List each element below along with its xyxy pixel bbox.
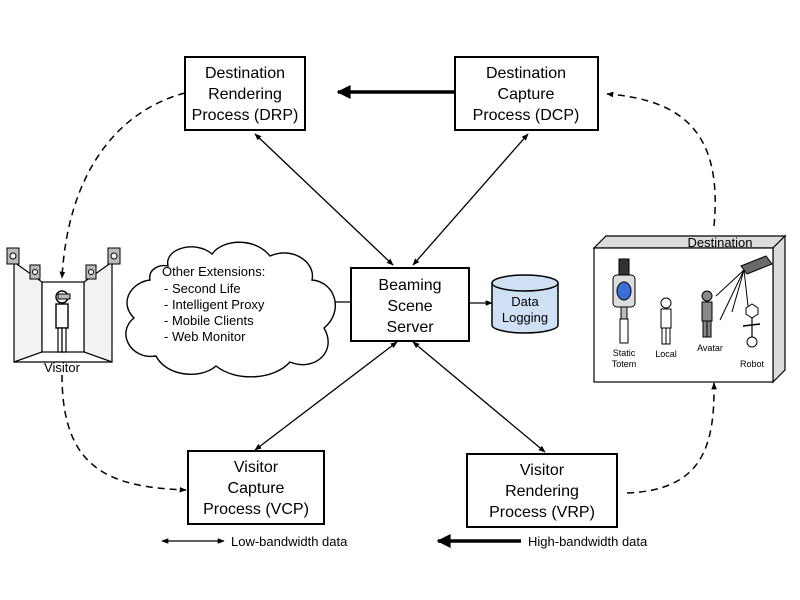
- link-server-vrp: [412, 341, 546, 453]
- legend: Low-bandwidth data High-bandwidth data: [161, 534, 648, 549]
- dcp-line-2: Capture: [498, 86, 555, 103]
- totem-label: Totem: [612, 359, 637, 369]
- local-person-icon: [660, 297, 672, 345]
- dcp-box: Destination Capture Process (DCP): [454, 56, 599, 131]
- avatar-icon: [701, 290, 713, 338]
- cloud-title: Other Extensions:: [162, 264, 265, 279]
- robot-icon: [742, 303, 761, 348]
- drp-box: Destination Rendering Process (DRP): [184, 56, 306, 131]
- data-logging-storage: Data Logging: [491, 274, 559, 334]
- visitor-person-icon: [55, 290, 71, 353]
- legend-low-label: Low-bandwidth data: [231, 534, 348, 549]
- vcp-line-2: Capture: [228, 480, 285, 497]
- static-label: Static: [613, 348, 636, 358]
- speaker-icon: [107, 247, 121, 265]
- legend-high-label: High-bandwidth data: [528, 534, 648, 549]
- speaker-icon: [6, 247, 20, 265]
- server-line-1: Beaming: [378, 277, 441, 294]
- robot-label: Robot: [740, 359, 765, 369]
- drp-line-3: Process (DRP): [192, 107, 299, 124]
- dashed-visitor-to-vcp: [61, 374, 187, 493]
- vcp-line-3: Process (VCP): [203, 501, 309, 518]
- drp-line-2: Rendering: [208, 86, 282, 103]
- logging-line-2: Logging: [502, 310, 548, 325]
- vcp-line-1: Visitor: [234, 459, 279, 476]
- cloud-item-web-monitor: - Web Monitor: [164, 329, 246, 344]
- drp-line-1: Destination: [205, 65, 285, 82]
- destination-title: Destination: [687, 235, 752, 250]
- vrp-box: Visitor Rendering Process (VRP): [466, 453, 618, 528]
- speaker-icon: [85, 264, 97, 280]
- server-line-2: Scene: [387, 298, 432, 315]
- server-box: Beaming Scene Server: [350, 267, 470, 342]
- vrp-line-1: Visitor: [520, 462, 565, 479]
- cloud-item-intelligent-proxy: - Intelligent Proxy: [164, 297, 265, 312]
- dashed-drp-to-visitor: [59, 92, 186, 279]
- dcp-line-3: Process (DCP): [473, 107, 580, 124]
- dashed-destination-to-dcp: [606, 91, 716, 227]
- link-server-drp: [254, 133, 394, 266]
- dashed-vrp-to-destination: [626, 382, 717, 494]
- server-line-3: Server: [386, 319, 434, 336]
- dcp-line-1: Destination: [486, 65, 566, 82]
- avatar-label: Avatar: [697, 343, 723, 353]
- speaker-icon: [29, 264, 41, 280]
- destination-scene: Destination Static Totem Local: [592, 234, 787, 384]
- vrp-line-2: Rendering: [505, 483, 579, 500]
- logging-line-1: Data: [511, 294, 539, 309]
- visitor-label: Visitor: [44, 360, 81, 375]
- cloud-item-mobile-clients: - Mobile Clients: [164, 313, 254, 328]
- local-label: Local: [655, 349, 677, 359]
- visitor-station: Visitor: [6, 247, 121, 375]
- link-server-dcp: [412, 133, 529, 266]
- cloud-item-second-life: - Second Life: [164, 281, 241, 296]
- extensions-cloud: Other Extensions: - Second Life - Intell…: [125, 241, 336, 378]
- link-server-vcp: [254, 341, 398, 451]
- vrp-line-3: Process (VRP): [489, 504, 595, 521]
- static-totem-icon: [612, 258, 636, 344]
- vcp-box: Visitor Capture Process (VCP): [187, 450, 325, 525]
- projector-icon: [715, 255, 773, 321]
